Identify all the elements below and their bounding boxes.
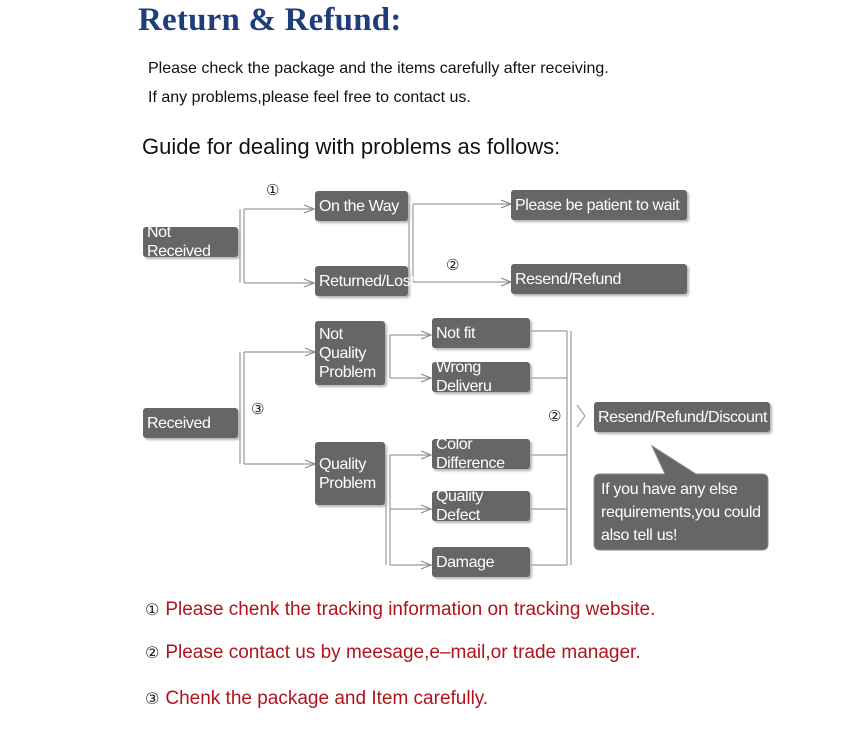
note-2-number: ② (145, 643, 160, 662)
marker-2-bottom: ② (548, 407, 562, 425)
intro-line-1: Please check the package and the items c… (148, 60, 609, 77)
note-1-number: ① (145, 600, 160, 619)
connector-not-received (239, 209, 245, 283)
box-not-received: Not Received (143, 224, 238, 260)
callout-bubble (593, 444, 769, 551)
note-3-number: ③ (145, 689, 160, 708)
box-quality-defect: Quality Defect (432, 488, 530, 524)
box-not-fit: Not fit (432, 318, 530, 348)
connector-quality (385, 455, 391, 565)
note-1-text: Please chenk the tracking information on… (165, 599, 656, 620)
box-received: Received (143, 408, 238, 438)
connector-merge-chevron (576, 404, 586, 428)
box-resend-refund: Resend/Refund (511, 264, 687, 294)
box-on-the-way: On the Way (315, 191, 408, 221)
note-3: ③ Chenk the package and Item carefully. (145, 688, 488, 710)
connector-merge-bar (566, 331, 572, 565)
callout-text: If you have any else requirements,you co… (601, 481, 761, 544)
box-resend-refund-discount: Resend/Refund/Discount (594, 402, 770, 432)
note-3-text: Chenk the package and Item carefully. (165, 688, 489, 709)
connector-merge-lines (530, 330, 567, 566)
box-not-quality-problem: Not Quality Problem (315, 321, 385, 385)
page-title: Return & Refund: (138, 2, 402, 38)
box-wrong-delivery: Wrong Deliveru (432, 359, 530, 395)
marker-1: ① (266, 181, 280, 199)
intro-line-2: If any problems,please feel free to cont… (148, 89, 471, 106)
box-please-wait: Please be patient to wait (511, 190, 687, 220)
connector-received (239, 352, 245, 464)
note-2: ② Please contact us by meesage,e–mail,or … (145, 642, 641, 664)
connector-on-the-way (408, 204, 414, 282)
box-quality-problem: Quality Problem (315, 442, 385, 505)
guide-heading: Guide for dealing with problems as follo… (142, 134, 561, 159)
box-returned-lost: Returned/Lost (315, 266, 415, 296)
marker-3: ③ (251, 400, 265, 418)
note-2-text: Please contact us by meesage,e–mail,or t… (165, 642, 641, 663)
note-1: ① Please chenk the tracking information o… (145, 599, 655, 621)
connector-not-quality (385, 335, 391, 378)
box-damage: Damage (432, 547, 530, 577)
marker-2-top: ② (446, 256, 460, 274)
box-color-difference: Color Difference (432, 436, 530, 472)
